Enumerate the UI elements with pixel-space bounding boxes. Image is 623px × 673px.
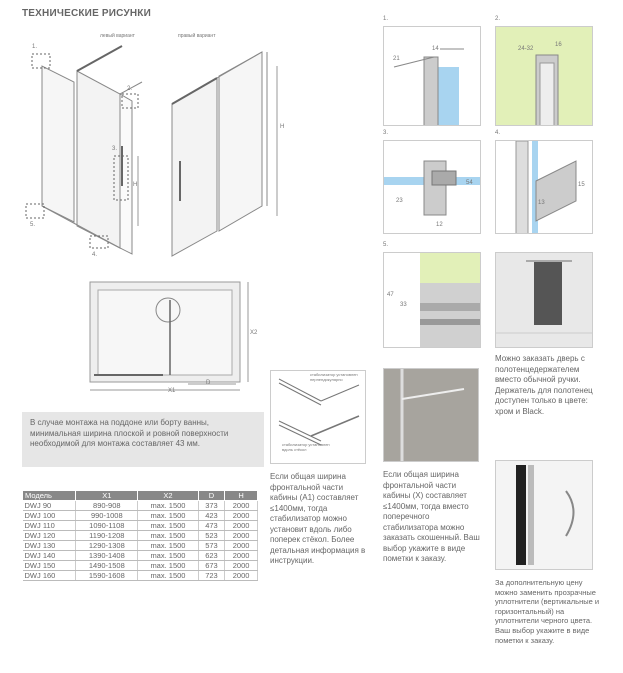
left-variant-label: левый вариант <box>100 33 135 39</box>
col-d: D <box>197 490 226 501</box>
shower-iso-drawing <box>22 26 292 266</box>
detail-5-dim-a: 47 <box>387 292 394 298</box>
detail-3-drawing <box>383 140 481 234</box>
callout-3: 3. <box>112 146 118 152</box>
detail-4-dim-b: 13 <box>538 200 545 206</box>
towel-holder-photo <box>495 252 593 348</box>
dim-d: D <box>206 380 211 386</box>
callout-2: 2. <box>127 86 133 92</box>
detail-4-label: 4. <box>495 130 501 136</box>
stabilizer-top-label: стабилизатор установлен перпендикулярно <box>310 372 358 382</box>
detail-3-dim-b: 23 <box>396 198 403 204</box>
col-x1: X1 <box>75 490 139 501</box>
detail-1-label: 1. <box>383 16 389 22</box>
stabilizer-drawing <box>270 370 366 464</box>
stabilizer-bottom-label: стабилизатор установлен вдоль стёкол <box>282 442 330 452</box>
dim-x1: X1 <box>168 388 176 394</box>
plan-view-drawing <box>88 280 268 400</box>
detail-5-label: 5. <box>383 242 389 248</box>
callout-4: 4. <box>92 252 98 258</box>
detail-1-dim-a: 21 <box>393 56 400 62</box>
detail-5-drawing <box>383 252 481 348</box>
detail-3-dim-a: 54 <box>466 180 473 186</box>
mounting-note: В случае монтажа на поддоне или борту ва… <box>22 412 264 467</box>
detail-4-dim-a: 15 <box>578 182 585 188</box>
right-variant-label: правый вариант <box>178 33 216 39</box>
detail-2-dim-a: 24-32 <box>518 46 534 52</box>
stabilizer-a1-caption: Если общая ширина фронтальной части каби… <box>270 472 366 565</box>
callout-5: 5. <box>30 222 36 228</box>
dim-x2: X2 <box>250 330 258 336</box>
detail-5-dim-b: 33 <box>400 302 407 308</box>
black-seals-photo <box>495 460 593 570</box>
dim-h-left: H <box>133 182 138 188</box>
dim-h-right: H <box>280 124 285 130</box>
black-seals-caption: За дополнительную цену можно заменить пр… <box>495 578 600 645</box>
towel-holder-caption: Можно заказать дверь с полотенцедержател… <box>495 354 593 416</box>
col-h: H <box>224 490 258 501</box>
col-model: Модель <box>21 490 77 501</box>
stabilizer-x-caption: Если общая ширина фронтальной части каби… <box>383 470 480 563</box>
page-title: ТЕХНИЧЕСКИЕ РИСУНКИ <box>22 8 151 19</box>
detail-3-label: 3. <box>383 130 389 136</box>
detail-2-label: 2. <box>495 16 501 22</box>
detail-2-drawing <box>495 26 593 126</box>
detail-2-dim-b: 16 <box>555 42 562 48</box>
detail-3-dim-c: 12 <box>436 222 443 228</box>
slanted-stabilizer-photo <box>383 368 479 462</box>
callout-1: 1. <box>32 44 38 50</box>
detail-1-dim-b: 14 <box>432 46 439 52</box>
detail-4-drawing <box>495 140 593 234</box>
col-x2: X2 <box>137 490 199 501</box>
detail-1-drawing <box>383 26 481 126</box>
